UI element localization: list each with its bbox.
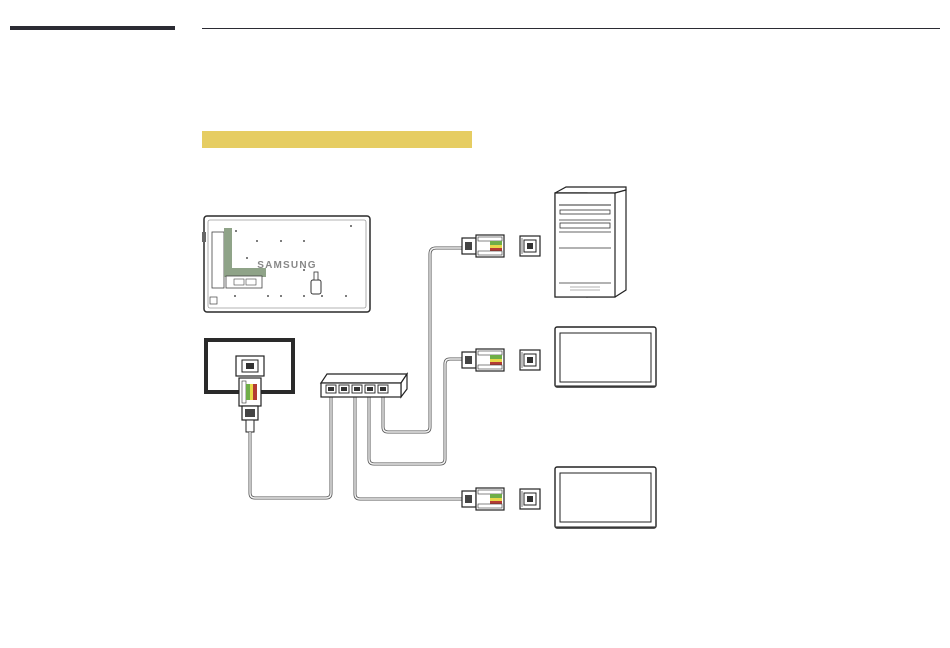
network-hub-icon [321,374,407,397]
rj45-socket-icon [520,236,540,256]
rj45-plug-icon [462,349,504,371]
display-brand-label: SAMSUNG [257,260,317,271]
display-icon [555,467,656,528]
display-back-panel-icon: SAMSUNG [202,216,370,312]
rj45-plug-icon [462,488,504,510]
rj45-plug-icon [462,235,504,257]
desktop-tower-icon [555,187,626,297]
rj45-socket-icon [520,489,540,509]
rj45-socket-icon [520,350,540,370]
display-icon [555,327,656,387]
display-lan-plug-icon [239,378,261,432]
